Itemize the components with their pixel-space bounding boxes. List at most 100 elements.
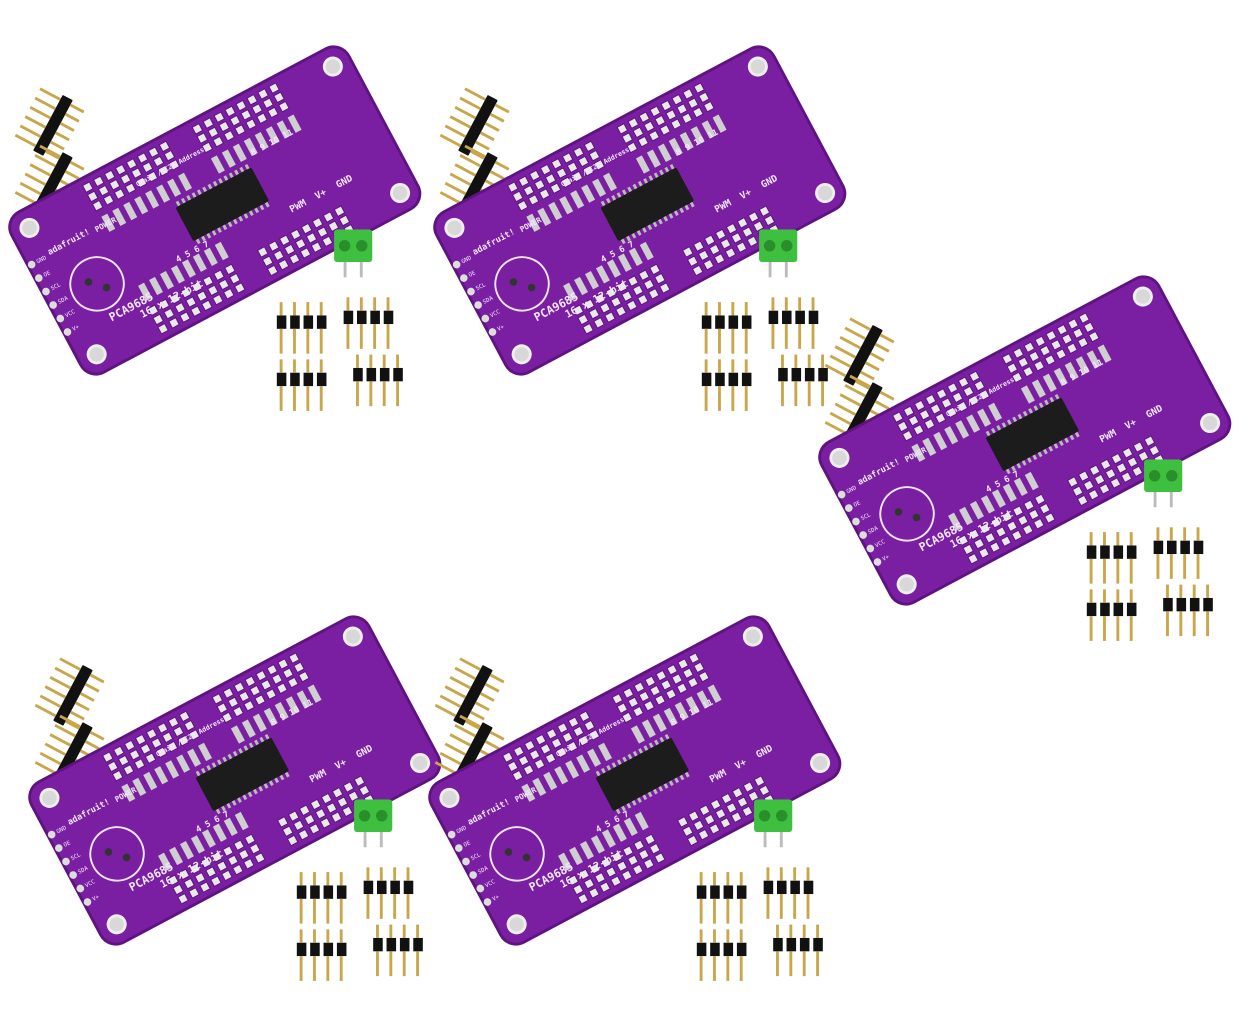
pad bbox=[278, 100, 290, 113]
header-pin bbox=[1192, 611, 1196, 637]
header-pin bbox=[744, 302, 748, 316]
pad bbox=[681, 825, 694, 838]
terminal-screw bbox=[1148, 470, 1161, 482]
pad bbox=[210, 875, 222, 888]
mounting-hole bbox=[322, 56, 343, 77]
header-pin bbox=[784, 324, 788, 349]
pad bbox=[708, 243, 721, 256]
pad bbox=[648, 287, 660, 300]
header-pin bbox=[439, 191, 462, 205]
pad bbox=[292, 819, 305, 832]
header-pad bbox=[69, 871, 77, 879]
header-pad bbox=[49, 301, 57, 309]
chip-pin bbox=[206, 232, 212, 239]
chip-pin bbox=[1053, 443, 1059, 449]
header-pad bbox=[837, 490, 846, 499]
terminal-screw bbox=[338, 240, 351, 252]
header-pin-label: OE bbox=[853, 500, 862, 509]
resistor bbox=[569, 846, 584, 866]
pad bbox=[577, 155, 590, 168]
chip-pin bbox=[186, 195, 192, 201]
header-body bbox=[723, 885, 734, 899]
header-pin bbox=[366, 894, 370, 919]
header-pin-label: VCC bbox=[64, 309, 76, 319]
header-pin bbox=[793, 867, 797, 881]
header-pin-label: GND bbox=[461, 255, 473, 265]
pad bbox=[659, 124, 671, 136]
capacitor-pad bbox=[122, 853, 131, 862]
pad bbox=[621, 711, 634, 724]
header-pin bbox=[356, 381, 359, 407]
pad bbox=[550, 737, 563, 749]
header-body bbox=[1167, 540, 1177, 555]
pad bbox=[232, 705, 244, 718]
header-pin bbox=[731, 359, 735, 373]
header-body bbox=[1193, 540, 1204, 555]
header-pad bbox=[55, 844, 63, 852]
header-pin bbox=[434, 761, 457, 775]
capacitor-outline bbox=[879, 486, 935, 542]
pad bbox=[539, 163, 552, 176]
pad bbox=[223, 287, 235, 300]
header-pad bbox=[56, 314, 65, 323]
header-pin bbox=[1129, 532, 1133, 546]
header-pin bbox=[54, 131, 70, 142]
chip-pin bbox=[248, 210, 254, 216]
chip-pin bbox=[668, 213, 674, 219]
chip-pin bbox=[679, 774, 685, 781]
chip-pin bbox=[985, 430, 991, 437]
right-angle-header bbox=[343, 297, 394, 349]
terminal-pin bbox=[1153, 492, 1157, 508]
right-angle-header bbox=[701, 359, 752, 411]
pad bbox=[588, 149, 601, 162]
pad bbox=[1098, 483, 1111, 495]
header-pin bbox=[699, 872, 703, 886]
header-pin-label: OE bbox=[43, 270, 52, 279]
chip-pin bbox=[638, 748, 643, 754]
header-pin bbox=[39, 87, 61, 101]
header-pin bbox=[713, 956, 716, 981]
header-pin bbox=[369, 354, 373, 368]
header-pin bbox=[781, 381, 784, 407]
chip-pin bbox=[1043, 448, 1048, 455]
header-pad bbox=[76, 884, 85, 893]
pad bbox=[1099, 458, 1112, 471]
chip-pin bbox=[201, 235, 206, 242]
chip-pin bbox=[218, 178, 223, 184]
pad bbox=[150, 737, 163, 749]
chip-icon bbox=[986, 397, 1079, 471]
pad bbox=[1034, 493, 1046, 506]
chip-pin bbox=[1001, 422, 1007, 428]
pad bbox=[1087, 488, 1100, 501]
pad bbox=[190, 305, 202, 318]
pad bbox=[555, 167, 568, 179]
chip-pin bbox=[631, 800, 637, 806]
chip-pin bbox=[207, 183, 213, 190]
header-pin bbox=[821, 354, 824, 368]
pad bbox=[163, 307, 175, 320]
pad bbox=[97, 184, 110, 197]
pad bbox=[243, 699, 255, 712]
pad bbox=[632, 126, 645, 139]
header-pin bbox=[704, 328, 708, 354]
header-pin bbox=[393, 894, 397, 919]
header-pin bbox=[389, 924, 393, 938]
pad bbox=[633, 681, 646, 694]
header-pin bbox=[306, 302, 310, 316]
mounting-hole bbox=[747, 56, 768, 77]
pad bbox=[550, 158, 563, 170]
chip-pin bbox=[247, 791, 253, 798]
pad bbox=[251, 103, 263, 115]
header-pin bbox=[19, 124, 42, 138]
pad bbox=[934, 412, 947, 425]
pad bbox=[567, 716, 580, 729]
header-pin bbox=[406, 867, 410, 881]
pad bbox=[267, 106, 279, 119]
pad bbox=[929, 403, 942, 415]
header-pin-label: SDA bbox=[867, 525, 879, 535]
pad bbox=[1104, 467, 1117, 480]
pad bbox=[333, 205, 346, 217]
header-pin bbox=[1116, 532, 1120, 546]
pad bbox=[266, 663, 278, 676]
